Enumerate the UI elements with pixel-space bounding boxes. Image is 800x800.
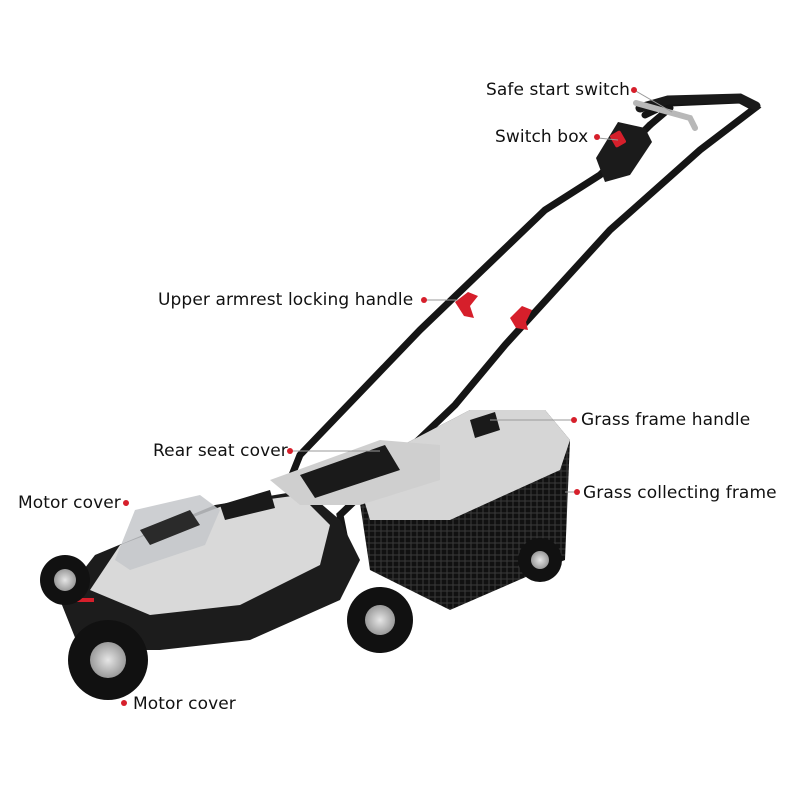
label-upper-armrest-locking-handle: Upper armrest locking handle xyxy=(158,290,414,310)
motor-cover-top-dot xyxy=(123,500,129,506)
upper-armrest-dot xyxy=(421,297,427,303)
handle-grip xyxy=(635,93,761,113)
motor-cover-bottom-dot xyxy=(121,700,127,706)
wheel-rear-right xyxy=(347,587,413,653)
label-grass-collecting-frame: Grass collecting frame xyxy=(583,483,777,503)
switch-box-dot xyxy=(594,134,600,140)
rear-seat-cover-dot xyxy=(287,448,293,454)
right-armrest-knob xyxy=(510,306,532,330)
leader-lines xyxy=(290,89,673,493)
wheel-front-right xyxy=(518,538,562,582)
mower-deck-shape xyxy=(60,440,440,650)
grass-collecting-frame-dot xyxy=(574,489,580,495)
label-motor-cover-top: Motor cover xyxy=(18,493,121,513)
safe-start-lever xyxy=(633,100,698,131)
label-rear-seat-cover: Rear seat cover xyxy=(153,441,288,461)
label-grass-frame-handle: Grass frame handle xyxy=(581,410,751,430)
switch-box-shape xyxy=(596,122,652,182)
safe-start-switch-dot xyxy=(631,87,637,93)
label-switch-box: Switch box xyxy=(495,127,589,147)
wheel-front-left xyxy=(40,555,90,605)
wheel-rear-left xyxy=(68,620,148,700)
upper-armrest-knob xyxy=(455,292,478,318)
label-motor-cover-bottom: Motor cover xyxy=(133,694,236,714)
grass-frame-handle-dot xyxy=(571,417,577,423)
label-safe-start-switch: Safe start switch xyxy=(486,80,631,100)
